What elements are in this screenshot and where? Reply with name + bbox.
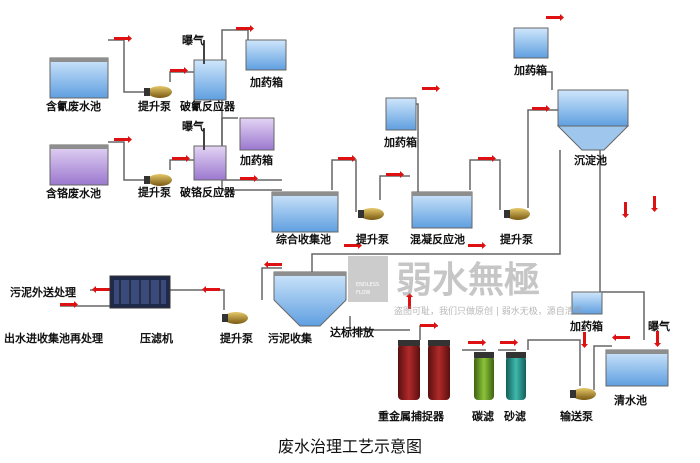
- label-transfer-pump: 输送泵: [560, 409, 593, 423]
- flow-arrow: [468, 242, 486, 249]
- chrome-wastewater-pool: [49, 144, 109, 186]
- dosing-tank-3: [385, 97, 417, 131]
- carbon-filter: [474, 352, 494, 400]
- label-sand-filter: 砂滤: [504, 409, 526, 423]
- clear-water-pool: [605, 349, 669, 387]
- label-pump-lift-2: 提升泵: [138, 185, 171, 199]
- label-dosing-4: 加药箱: [513, 63, 547, 77]
- flow-arrow: [654, 331, 661, 347]
- label-discharge: 达标排放: [330, 325, 375, 339]
- cyanide-wastewater-pool: [49, 57, 109, 99]
- flow-arrow: [264, 261, 282, 268]
- chrome-reactor: [193, 128, 227, 181]
- flow-arrow: [546, 14, 564, 21]
- flow-arrow: [532, 105, 550, 112]
- filter-press: [109, 275, 171, 309]
- lift-pump-1: [144, 86, 172, 98]
- lift-pump-3: [358, 208, 384, 220]
- flow-arrow: [422, 85, 440, 92]
- label-collection-pool: 综合收集池: [276, 232, 331, 246]
- label-tank-cyanide: 含氰废水池: [45, 99, 101, 113]
- watermark-tag2: FLOW: [356, 290, 370, 296]
- diagram-caption: 废水治理工艺示意图: [278, 437, 422, 456]
- flow-arrow: [406, 293, 413, 309]
- watermark-brand: 弱水無極: [396, 260, 540, 301]
- flow-arrow: [386, 171, 404, 178]
- label-carbon-filter: 碳滤: [472, 409, 494, 423]
- label-filter-press: 压滤机: [140, 331, 173, 345]
- flow-arrow: [622, 202, 629, 218]
- coagulation-pool: [411, 191, 473, 229]
- label-pump-lift-3: 提升泵: [356, 232, 389, 246]
- flow-arrow: [114, 35, 132, 42]
- label-reactor-cyanide: 破氰反应器: [180, 99, 236, 113]
- label-filtrate-return: 出水进收集池再处理: [4, 331, 103, 345]
- flow-arrow: [170, 67, 188, 74]
- flow-arrow: [500, 339, 518, 346]
- flow-arrow: [478, 155, 496, 162]
- cyanide-reactor: [193, 40, 227, 101]
- label-sludge-tank: 污泥收集: [268, 331, 313, 345]
- flow-arrow: [172, 155, 190, 162]
- label-coag-pool: 混凝反应池: [410, 232, 465, 246]
- lift-pump-4: [504, 208, 530, 220]
- flow-arrow: [468, 339, 486, 346]
- flow-arrow: [344, 242, 362, 249]
- dosing-tank-5: [571, 291, 603, 315]
- flow-arrow: [202, 286, 220, 293]
- flow-arrow: [651, 196, 658, 212]
- label-dosing-5: 加药箱: [569, 319, 603, 333]
- label-sludge-out: 污泥外送处理: [10, 285, 76, 299]
- transfer-pump: [570, 388, 596, 400]
- label-pump-lift-4: 提升泵: [500, 232, 533, 246]
- dosing-tank-2: [239, 117, 275, 151]
- label-clear-pool: 清水池: [614, 393, 647, 407]
- sludge-collection-tank: [273, 271, 347, 327]
- flow-arrow: [420, 322, 438, 329]
- label-heavy-metal: 重金属捕捉器: [378, 409, 445, 423]
- label-reactor-chrome: 破铬反应器: [180, 185, 236, 199]
- label-pump-lift-5: 提升泵: [220, 331, 253, 345]
- label-pump-lift-1: 提升泵: [138, 99, 171, 113]
- watermark-subtitle: 盗图可耻，我们只做原创 | 弱水无极，源自清华: [394, 305, 583, 317]
- label-dosing-2: 加药箱: [239, 153, 273, 167]
- lift-pump-5: [222, 312, 248, 324]
- label-dosing-1: 加药箱: [249, 75, 283, 89]
- watermark-tag1: ENDLESS: [356, 282, 379, 288]
- flow-arrow: [612, 334, 630, 341]
- heavy-metal-trap: [398, 340, 450, 400]
- watermark: ENDLESS FLOW 弱水無極 盗图可耻，我们只做原创 | 弱水无极，源自清…: [348, 256, 583, 317]
- flow-arrow: [338, 155, 356, 162]
- flow-arrow: [240, 175, 258, 182]
- dosing-tank-4: [513, 27, 549, 59]
- label-aeration-1: 曝气: [182, 33, 204, 47]
- label-dosing-3: 加药箱: [383, 135, 417, 149]
- label-aeration-3: 曝气: [648, 319, 670, 333]
- sedimentation-tank: [556, 89, 630, 151]
- label-sedimentation: 沉淀池: [574, 153, 607, 167]
- flow-arrow: [114, 136, 132, 143]
- flow-arrow: [92, 286, 110, 293]
- flow-arrows: [60, 14, 661, 348]
- label-tank-chrome: 含铬废水池: [45, 186, 101, 200]
- collection-pool: [271, 191, 339, 233]
- lift-pump-2: [144, 174, 172, 186]
- flow-arrow: [581, 332, 588, 348]
- labels: 含氰废水池 含铬废水池 提升泵 提升泵 破氰反应器 破铬反应器 曝气 曝气 加药…: [4, 33, 670, 423]
- flow-arrow: [236, 25, 254, 32]
- flow-arrow: [60, 301, 78, 308]
- label-aeration-2: 曝气: [182, 119, 204, 133]
- watermark-logo-icon: [348, 256, 388, 302]
- sand-filter: [506, 352, 526, 400]
- dosing-tank-1: [245, 39, 287, 71]
